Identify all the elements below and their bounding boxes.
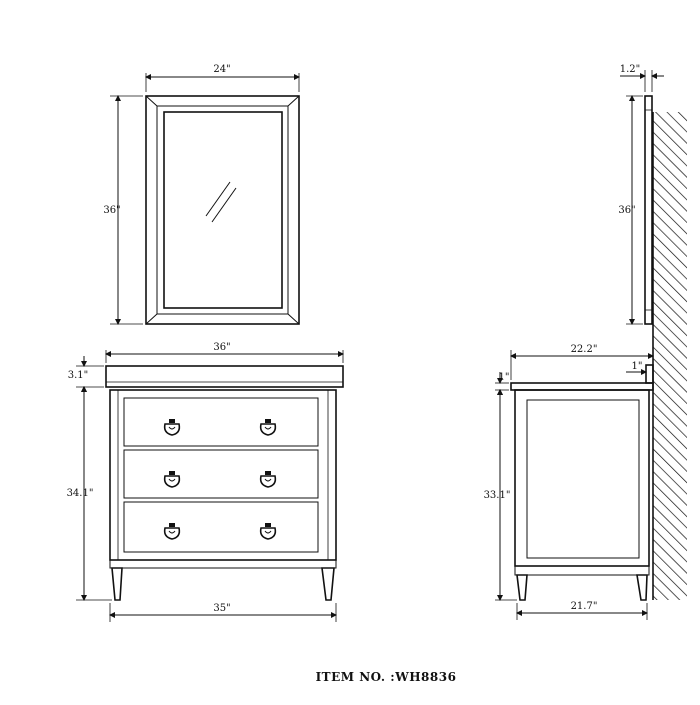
mirror-side-height-label: 36" [618,205,635,216]
top-thickness-label: 3.1" [68,370,89,381]
vanity-base-rail [109,559,337,569]
drawer-bottom [123,501,319,553]
handle-icon [163,471,181,488]
side-base-depth-label: 21.7" [571,601,598,612]
handle-icon [259,419,277,436]
mirror-side-profile [644,95,653,325]
handle-icon [259,471,277,488]
side-front-leg [516,574,528,601]
top-depth-label: 22.2" [571,344,598,355]
mirror-height-label: 36" [103,205,120,216]
backsplash-gap-label: 1" [632,361,643,372]
mirror-width-label: 24" [213,64,230,75]
mirror-depth-label: 1.2" [620,64,641,75]
wall-hatching [653,112,687,600]
vanity-front-view: 36" 3.1" 34.1" 35" [67,342,344,622]
drawer-top [123,397,319,447]
side-panel-inset [526,399,640,559]
mirror-outer-frame [145,95,300,325]
base-width-label: 35" [213,603,230,614]
side-base-rail [514,565,650,576]
vanity-countertop [105,365,344,388]
side-back-leg [636,574,648,601]
vanity-cabinet-body [109,389,337,561]
handle-icon [163,419,181,436]
mirror-side-view: 1.2" 36" [618,64,664,325]
side-height-label: 33.1" [484,490,511,501]
side-backsplash [645,364,654,384]
vanity-side-view: 22.2" 1" 1" 33.1" 21.7" [484,344,654,620]
mirror-middle-frame [156,105,289,315]
wall-section [652,112,687,600]
mirror-front-view: 24" 36" [103,64,300,325]
front-height-label: 34.1" [67,488,94,499]
side-top-thickness-label: 1" [499,372,510,383]
top-width-label: 36" [213,342,230,353]
mirror-glass [163,111,283,309]
handle-icon [259,523,277,540]
front-left-leg [111,567,123,601]
drawer-middle [123,449,319,499]
handle-icon [163,523,181,540]
side-countertop [510,382,654,391]
drawer-handles [163,419,277,540]
front-right-leg [321,567,335,601]
item-number-label: ITEM NO. :WH8836 [316,670,457,684]
side-cabinet-body [514,389,650,567]
glass-reflection-mark [205,181,231,217]
